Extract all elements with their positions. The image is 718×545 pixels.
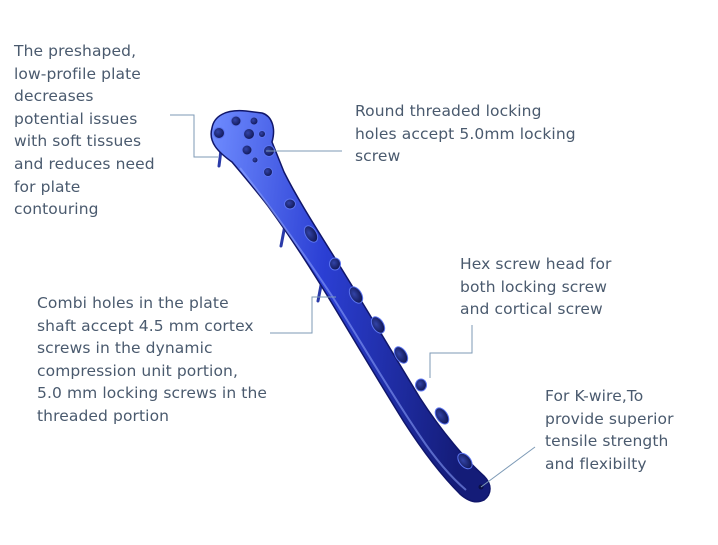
callout-line: Combi holes in the plate [37, 294, 229, 312]
callout-combi-holes: Combi holes in the plate shaft accept 4.… [37, 292, 267, 428]
callout-line: The preshaped, [14, 42, 137, 60]
shaft-holes [284, 198, 473, 470]
callout-line: compression unit portion, [37, 361, 238, 380]
callout-line: Hex screw head for [460, 255, 612, 273]
leader-line-combi [270, 296, 336, 334]
plate-body [210, 109, 491, 503]
callout-kwire: For K-wire,To provide superior tensile s… [545, 385, 674, 475]
leader-line-hex [429, 325, 473, 378]
leader-lines [170, 114, 536, 488]
callout-line: and flexibilty [545, 454, 647, 473]
head-holes [213, 115, 275, 177]
callout-preshaped-plate: The preshaped, low-profile plate decreas… [14, 40, 155, 221]
leader-line-preshaped [170, 114, 218, 158]
callout-line: threaded portion [37, 406, 170, 425]
callout-line: shaft accept 4.5 mm cortex [37, 316, 254, 335]
callout-line: screw [355, 147, 401, 166]
callout-line: both locking screw [460, 277, 607, 296]
callout-line: Round threaded locking [355, 102, 542, 120]
callout-line: and reduces need [14, 154, 155, 173]
callout-line: For K-wire,To [545, 387, 644, 405]
leader-line-kwire [480, 446, 536, 488]
plate-highlight [239, 167, 467, 491]
callout-line: provide superior [545, 409, 674, 428]
callout-line: holes accept 5.0mm locking [355, 124, 576, 143]
callout-line: decreases [14, 87, 94, 106]
callout-line: potential issues [14, 109, 138, 128]
callout-line: contouring [14, 200, 99, 219]
callout-line: 5.0 mm locking screws in the [37, 384, 268, 403]
callout-hex-screw-head: Hex screw head for both locking screw an… [460, 253, 612, 321]
callout-line: tensile strength [545, 432, 669, 451]
callout-line: with soft tissues [14, 132, 142, 151]
callout-round-threaded-holes: Round threaded locking holes accept 5.0m… [355, 100, 576, 168]
callout-line: screws in the dynamic [37, 339, 213, 358]
callout-line: for plate [14, 177, 81, 196]
callout-line: and cortical screw [460, 300, 603, 319]
callout-line: low-profile plate [14, 64, 141, 83]
